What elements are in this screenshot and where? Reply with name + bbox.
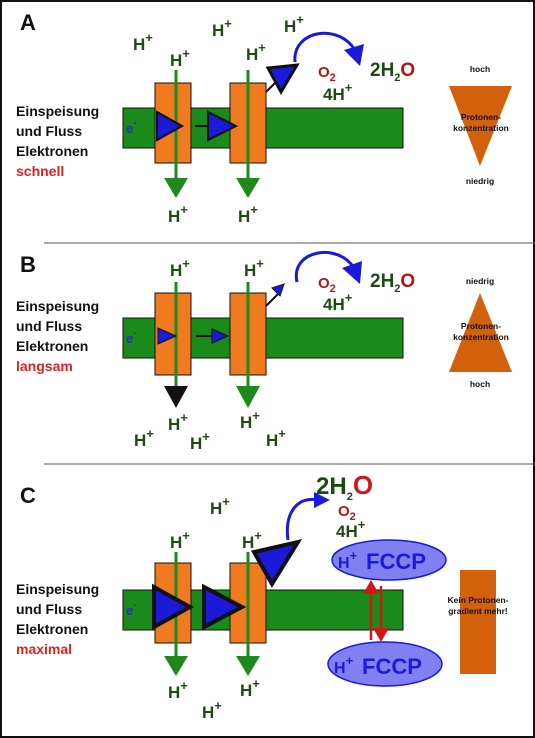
proton-4h-label: 4H+: [323, 290, 353, 314]
proton-label: H+: [190, 429, 210, 453]
proton-arrow-down: [236, 656, 260, 676]
electron-arrow-small: [211, 328, 230, 344]
speed-label: schnell: [16, 163, 64, 179]
reaction-arrow-head: [344, 44, 364, 66]
gradient-shape: [449, 86, 512, 166]
proton-label: H+: [284, 12, 304, 36]
panel-letter: C: [20, 483, 36, 508]
oxygen-label: O2: [318, 64, 336, 84]
fccp-proton-label: H+: [338, 548, 358, 572]
oxygen-label: O2: [318, 275, 336, 295]
description-line: und Fluss: [16, 123, 82, 139]
proton-arrow-down: [164, 178, 188, 198]
gradient-shape: [460, 570, 496, 674]
proton-label: H+: [170, 256, 190, 280]
proton-label: H+: [210, 494, 230, 518]
proton-label: H+: [170, 46, 190, 70]
proton-label: H+: [134, 426, 154, 450]
gradient-mid-label: konzentration: [453, 332, 509, 342]
description-line: Einspeisung: [16, 298, 99, 314]
fccp-label: FCCP: [362, 654, 422, 679]
proton-label: H+: [266, 426, 286, 450]
description-line: Elektronen: [16, 621, 88, 637]
panel-letter: B: [20, 252, 36, 277]
electron-arrow: [207, 110, 239, 142]
gradient-bottom-label: niedrig: [466, 176, 494, 186]
gradient-label: gradient mehr!: [448, 606, 508, 616]
electron-arrow: [156, 110, 185, 142]
electron-arrow-large: [250, 538, 303, 588]
proton-arrow-down: [236, 178, 260, 198]
proton-label: H+: [168, 410, 188, 434]
description-line: Elektronen: [16, 143, 88, 159]
electron-arrow-small: [157, 327, 178, 345]
proton-arrow-down-blocked: [164, 386, 188, 408]
fccp-proton-label: H+: [334, 653, 354, 677]
gradient-shape: [449, 293, 512, 372]
description-line: und Fluss: [16, 318, 82, 334]
oxygen-label: O2: [338, 503, 356, 523]
fccp-molecule-top: [331, 539, 447, 581]
proton-label: H+: [133, 30, 153, 54]
electron-label: e-: [126, 117, 137, 136]
reaction-arrow-head: [314, 492, 330, 508]
proton-label: H+: [202, 698, 222, 722]
gradient-top-label: niedrig: [466, 276, 494, 286]
proton-4h-label: 4H+: [336, 517, 366, 541]
fccp-shuttle-arrow-up: [363, 580, 379, 594]
reaction-arrow: [293, 31, 358, 63]
electron-label: e-: [126, 599, 137, 618]
electron-label: e-: [126, 327, 137, 346]
proton-label: H+: [238, 202, 258, 226]
water-label: 2H2O: [370, 60, 415, 84]
panel-a: A Einspeisung und Fluss Elektronen schne…: [16, 10, 512, 226]
gradient-mid-label: Protonen-: [461, 112, 501, 122]
proton-arrow-down: [164, 656, 188, 676]
water-label: 2H2O: [370, 271, 415, 295]
proton-label: H+: [240, 408, 260, 432]
description-line: Einspeisung: [16, 581, 99, 597]
proton-4h-label: 4H+: [323, 80, 353, 104]
electron-arrow-large: [202, 583, 247, 631]
proton-label: H+: [246, 40, 266, 64]
fccp-label: FCCP: [366, 549, 426, 574]
electron-arrow: [265, 63, 300, 96]
proton-label: H+: [168, 202, 188, 226]
fccp-molecule-bottom: [327, 641, 443, 687]
panel-letter: A: [20, 10, 36, 35]
electron-path: [265, 81, 277, 93]
gradient-label: Kein Protonen-: [448, 595, 509, 605]
electron-arrow-small: [271, 283, 285, 297]
proton-label: H+: [242, 528, 262, 552]
speed-label: langsam: [16, 358, 73, 374]
reaction-arrow-head: [342, 261, 362, 284]
proton-label: H+: [168, 678, 188, 702]
electron-arrow-large: [152, 583, 195, 631]
description-line: und Fluss: [16, 601, 82, 617]
gradient-mid-label: konzentration: [453, 123, 509, 133]
water-label: 2H2O: [316, 470, 373, 503]
proton-label: H+: [244, 256, 264, 280]
proton-label: H+: [240, 676, 260, 700]
reaction-arrow: [285, 497, 319, 541]
panel-c: C Einspeisung und Fluss Elektronen maxim…: [16, 470, 509, 722]
panel-b: B Einspeisung und Fluss Elektronen langs…: [16, 251, 512, 453]
gradient-mid-label: Protonen-: [461, 321, 501, 331]
description-line: Elektronen: [16, 338, 88, 354]
proton-arrow-down: [236, 386, 260, 408]
proton-label: H+: [212, 16, 232, 40]
description-line: Einspeisung: [16, 103, 99, 119]
fccp-shuttle-arrow-down: [373, 628, 389, 642]
proton-label: H+: [170, 528, 190, 552]
reaction-arrow: [294, 251, 356, 283]
gradient-top-label: hoch: [470, 64, 490, 74]
gradient-bottom-label: hoch: [470, 379, 490, 389]
speed-label: maximal: [16, 641, 72, 657]
